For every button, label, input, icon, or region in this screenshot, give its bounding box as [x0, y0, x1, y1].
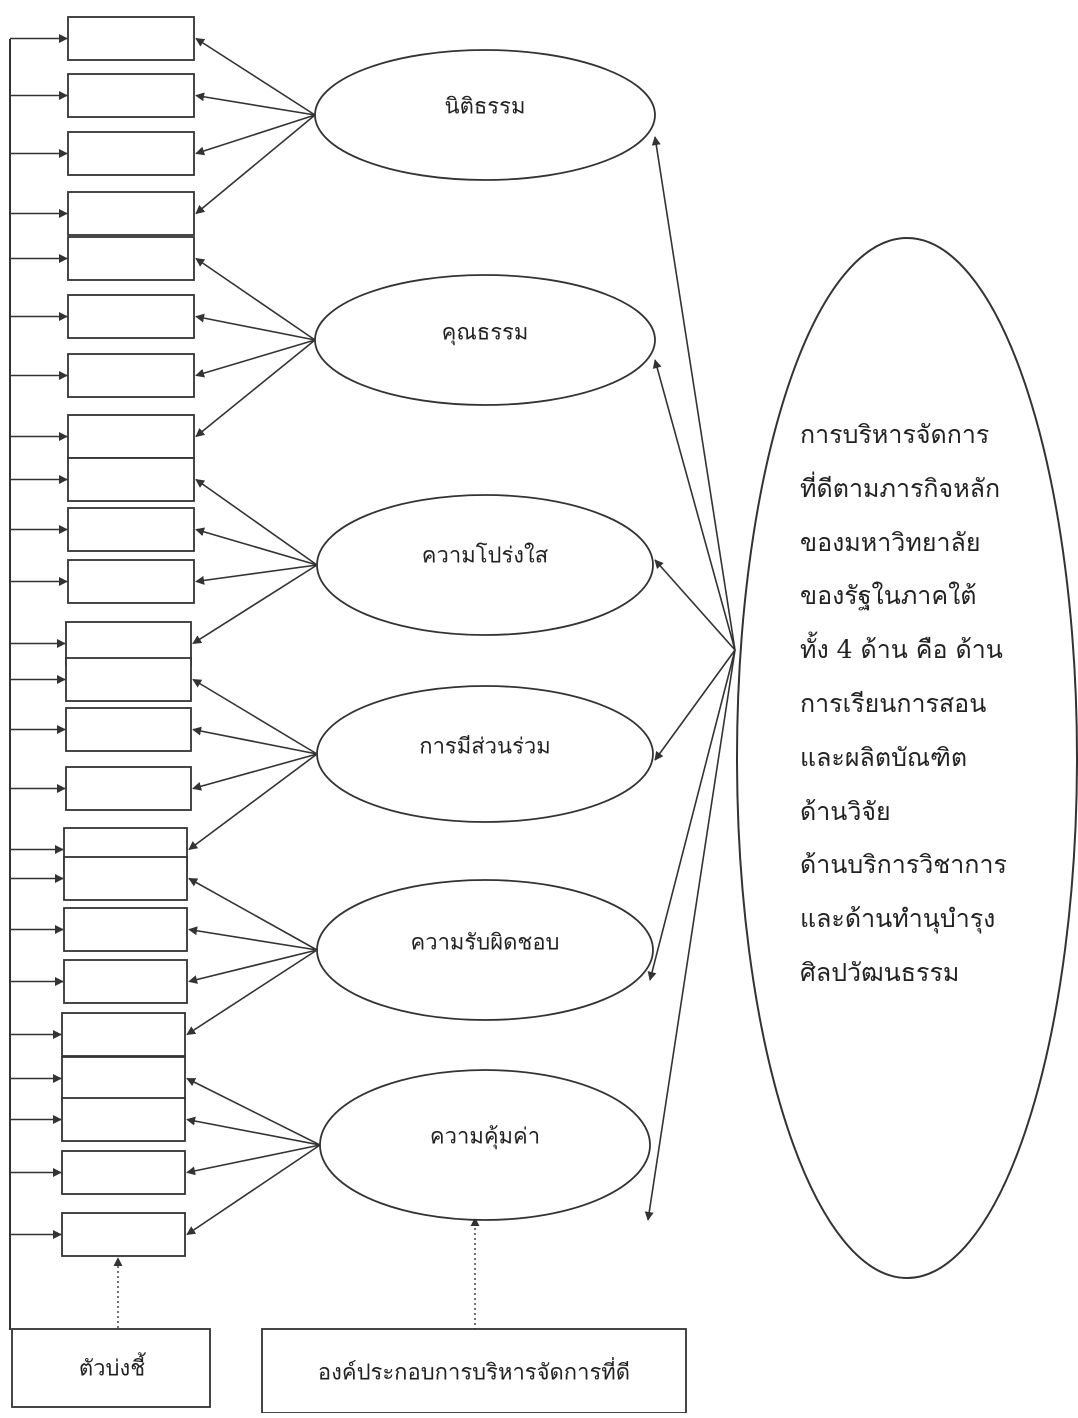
- main-to-factor-arrow: [654, 649, 736, 761]
- loading-arrow: [188, 926, 318, 951]
- indicator-box: [67, 16, 195, 61]
- indicator-box: [61, 1056, 186, 1101]
- indicator-box: [67, 73, 195, 118]
- indicator-box: [67, 294, 195, 339]
- loading-arrow: [186, 949, 318, 1036]
- loading-arrow: [195, 313, 316, 341]
- loading-arrow: [195, 339, 316, 378]
- factor-label-accountability: ความรับผิดชอบ: [410, 930, 560, 956]
- factor-label-participation: การมีส่วนร่วม: [419, 734, 551, 760]
- loading-arrow: [188, 949, 318, 984]
- factor-ellipse: [316, 494, 654, 636]
- loading-arrow: [186, 1144, 321, 1176]
- loading-arrow: [188, 753, 318, 851]
- indicator-box: [67, 191, 195, 236]
- loading-arrow: [195, 339, 316, 438]
- factor-label-virtue: คุณธรรม: [441, 320, 529, 346]
- indicator-box: [67, 457, 195, 502]
- factor-ellipse: [316, 879, 654, 1021]
- main-to-factor-arrow: [647, 649, 736, 981]
- factor-label-rule-of-law: นิติธรรม: [444, 94, 526, 120]
- loading-arrow: [192, 726, 318, 755]
- component-caption: องค์ประกอบการบริหารจัดการที่ดี: [317, 1360, 631, 1386]
- main-construct-line: ด้านวิจัย: [800, 796, 891, 826]
- main-construct-line: ศิลปวัฒนธรรม: [800, 957, 960, 987]
- loading-arrow: [192, 564, 318, 645]
- main-construct-line: ทั้ง 4 ด้าน คือ ด้าน: [800, 635, 1003, 665]
- indicator-box: [67, 559, 195, 604]
- factor-ellipse: [319, 1069, 651, 1221]
- loading-arrow: [186, 1077, 321, 1146]
- main-construct-line: ของรัฐในภาคใต้: [800, 581, 977, 611]
- loading-arrow: [195, 257, 316, 341]
- indicator-box: [65, 707, 192, 752]
- indicator-box: [63, 907, 188, 952]
- main-construct-line: ที่ดีตามภารกิจหลัก: [800, 473, 1001, 503]
- main-to-factor-arrow: [654, 559, 736, 651]
- loading-arrow: [195, 527, 318, 566]
- main-to-factor-arrow: [651, 136, 736, 651]
- indicator-box: [61, 1097, 186, 1142]
- loading-arrow: [186, 1116, 321, 1146]
- indicator-box: [63, 856, 188, 901]
- indicator-box: [61, 1212, 186, 1257]
- main-construct-line: การบริหารจัดการ: [800, 420, 990, 449]
- indicator-box: [67, 414, 195, 459]
- factor-label-transparency: ความโปร่งใส: [421, 543, 549, 569]
- factor-ellipse: [316, 685, 654, 823]
- main-construct-ellipse: [736, 237, 1078, 1279]
- main-construct-line: การเรียนการสอน: [800, 688, 987, 718]
- loading-arrow: [195, 564, 318, 585]
- factor-label-value-for-money: ความคุ้มค่า: [429, 1124, 541, 1150]
- main-to-factor-arrow: [644, 649, 736, 1221]
- indicator-box: [65, 657, 192, 702]
- main-to-factor-arrow: [652, 359, 736, 651]
- factor-ellipse: [314, 274, 656, 406]
- indicator-box: [61, 1012, 186, 1057]
- indicator-box: [61, 1150, 186, 1195]
- main-construct-line: และด้านทำนุบำรุง: [800, 904, 996, 934]
- indicator-box: [65, 766, 192, 811]
- main-construct-line: ด้านบริการวิชาการ: [800, 850, 1007, 880]
- loading-arrow: [195, 114, 316, 156]
- indicator-box: [67, 131, 195, 176]
- indicator-box: [67, 353, 195, 398]
- indicator-caption-box: [11, 1328, 211, 1408]
- loading-arrow: [195, 92, 316, 116]
- loading-arrow: [195, 478, 318, 566]
- indicator-box: [63, 959, 188, 1004]
- indicator-caption: ตัวบ่งชี้: [78, 1356, 146, 1382]
- indicator-box: [67, 236, 195, 281]
- loading-arrow: [195, 37, 316, 116]
- indicator-box: [67, 507, 195, 552]
- main-construct-label: การบริหารจัดการ ที่ดีตามภารกิจหลัก ของมห…: [800, 408, 1040, 1000]
- component-caption-box: [261, 1328, 687, 1414]
- main-construct-line: และผลิตบัณฑิต: [800, 742, 968, 772]
- loading-arrow: [192, 753, 318, 791]
- loading-arrow: [186, 1144, 321, 1236]
- loading-arrow: [195, 114, 316, 215]
- loading-arrow: [188, 877, 318, 951]
- main-construct-line: ของมหาวิทยาลัย: [800, 527, 981, 557]
- loading-arrow: [192, 678, 318, 755]
- factor-ellipse: [314, 49, 656, 181]
